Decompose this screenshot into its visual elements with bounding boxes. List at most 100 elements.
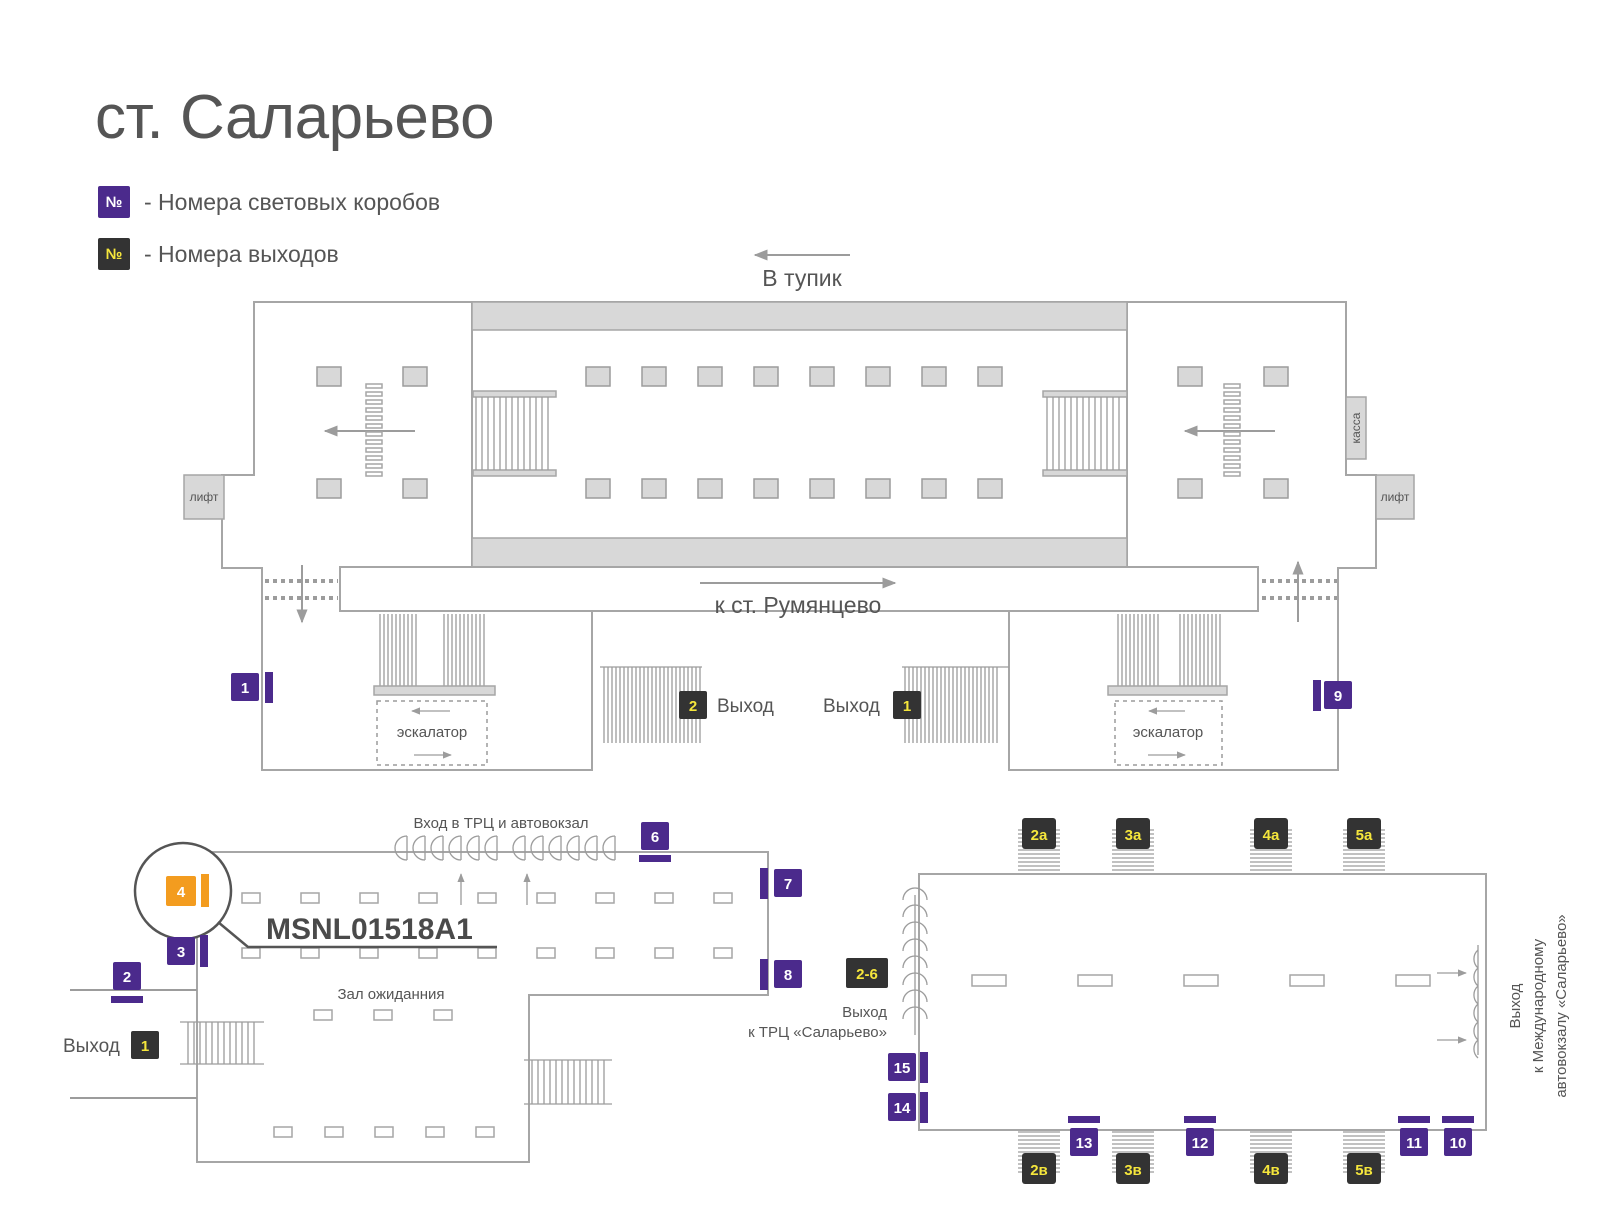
lower-right-benches [971,974,1431,987]
exit-badge-3a-number: 3а [1125,827,1142,844]
lightbox-2-number: 2 [123,969,131,986]
exit-legend-badge: № [98,238,130,270]
exit-1-label: Выход [823,696,880,717]
bench [359,892,379,904]
lightbox-4-mark [201,874,209,907]
turnstile [365,391,383,397]
column [1177,366,1203,387]
escalator-left-label: эскалатор [397,724,468,741]
turnstile [1223,447,1241,453]
entrance-doors [394,835,616,861]
door [1473,1003,1479,1023]
bench [595,947,615,959]
column [1177,478,1203,499]
lightbox-10-mark [1442,1116,1474,1123]
bench [359,947,379,959]
bench [300,892,320,904]
lightbox-14-mark [920,1092,928,1123]
lightbox-8-number: 8 [784,967,792,984]
lightbox-6 [641,822,669,850]
turnstile [1223,423,1241,429]
door [548,835,562,861]
track-bottom [471,537,1128,568]
entrance-label: Вход в ТРЦ и автовокзал [413,815,588,832]
exit-badge-2v [1022,1153,1056,1184]
lightbox-13 [1070,1128,1098,1156]
bench [324,1126,344,1138]
exit-badge-4a [1254,818,1288,849]
bench [654,892,674,904]
lightbox-11-number: 11 [1406,1135,1422,1152]
bench [971,974,1007,987]
column [809,366,835,387]
door [584,835,598,861]
turnstile [1223,391,1241,397]
trc-exit-line1: Выход [842,1004,887,1021]
turnstile [365,407,383,413]
cashier-booth [1345,396,1367,460]
highlight-leader [217,921,497,949]
escalator-right [1117,614,1221,686]
bench [475,1126,495,1138]
turnstile [365,447,383,453]
lightbox-13-mark [1068,1116,1100,1123]
lightbox-2-mark [111,996,143,1003]
lightbox-11-mark [1398,1116,1430,1123]
bench [1077,974,1113,987]
platform [471,301,1128,568]
bench [1289,974,1325,987]
lower-left-stairs [180,1021,612,1105]
column [585,478,611,499]
bench [1395,974,1431,987]
turnstile [365,471,383,477]
lightbox-legend-badge: № [98,186,130,218]
lower-left-level: Вход в ТРЦ и автовокзал Зал ожиданния Вы… [63,815,802,1163]
lift-right [1375,474,1415,520]
exit-badge-5a [1347,818,1381,849]
trc-doors [902,887,928,1035]
lightbox-13-number: 13 [1076,1135,1093,1152]
turnstile [1223,415,1241,421]
column [697,478,723,499]
stair-right [1046,397,1120,470]
lightbox-15 [888,1053,916,1081]
bench [241,947,261,959]
column [641,366,667,387]
bench [1183,974,1219,987]
column [316,478,342,499]
lightbox-3-number: 3 [177,944,185,961]
lower-left-floor [196,851,769,1163]
door [902,887,928,901]
door [512,835,526,861]
lightbox-9 [1324,681,1352,709]
lightbox-11 [1400,1128,1428,1156]
bus-exit-line3: автовокзалу «Саларьево» [1553,914,1570,1097]
turnstile [365,455,383,461]
column [697,366,723,387]
stair-right-top [1042,390,1128,398]
escalator-right-box [1114,700,1223,766]
escalator-right-landing [1107,685,1228,696]
exit-badge-4a-number: 4а [1263,827,1280,844]
column [585,366,611,387]
turnstile [365,431,383,437]
exit-badge-5a-number: 5а [1356,827,1373,844]
column [977,478,1003,499]
column [753,366,779,387]
lower-exit-badge-1 [131,1031,159,1059]
corridor [339,566,1259,612]
lightbox-7 [774,869,802,897]
column [921,478,947,499]
turnstile [1223,399,1241,405]
lightbox-14-number: 14 [894,1100,911,1117]
turnstile [365,399,383,405]
lower-right-level: 2-6 Выход к ТРЦ «Саларьево» Выход к Межд… [748,818,1570,1184]
lightbox-6-number: 6 [651,829,659,846]
exit-badge-3v [1116,1153,1150,1184]
bench [241,892,261,904]
column [316,366,342,387]
lightbox-4-number: 4 [177,884,186,901]
column [753,478,779,499]
cashier-label: касса [1349,412,1363,443]
